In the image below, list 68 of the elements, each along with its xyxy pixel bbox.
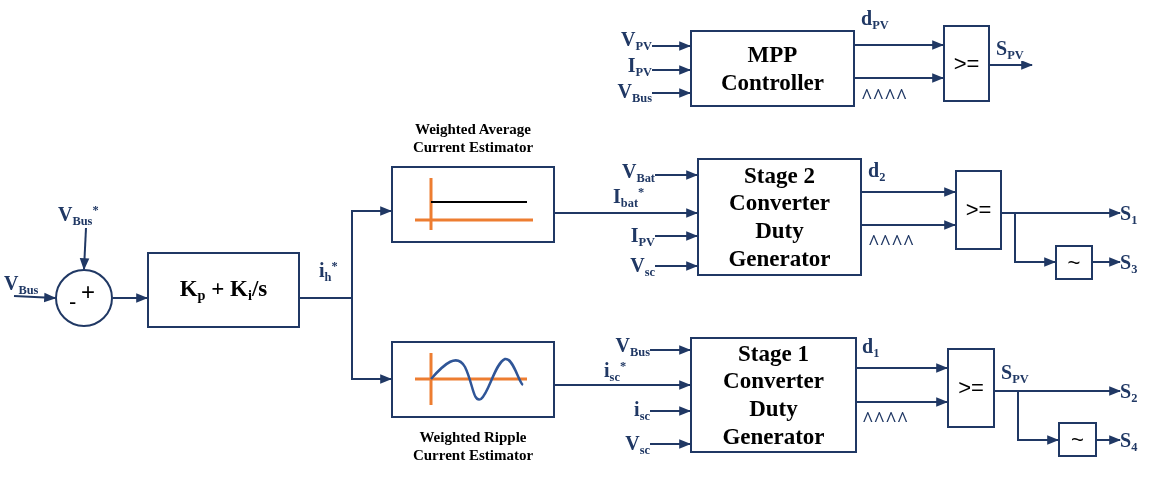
signal-arrow [856, 363, 949, 373]
comparator-block [943, 25, 990, 102]
signal-arrow [861, 187, 957, 197]
signal-arrow [554, 380, 692, 390]
signal-arrow [649, 345, 692, 355]
signal-arrow [651, 41, 692, 51]
block-heading: Weighted Average Current Estimator [411, 120, 535, 156]
block-label: Stage 2 Converter Duty Generator [727, 161, 832, 273]
signal-label: I$_{PV}$ [627, 54, 652, 78]
signal-arrow [79, 227, 90, 271]
operator-symbol: ~ [1067, 249, 1081, 276]
edge-label: S$_{PV}$ [1000, 362, 1030, 386]
signal-label: V$_{PV}$ [621, 28, 652, 52]
signal-arrow [1001, 212, 1057, 267]
edge-label: d$_{2}$ [867, 160, 887, 184]
operator-symbol: ~ [1071, 426, 1084, 453]
block-label: MPP Controller [719, 40, 826, 97]
comparator-block [947, 348, 995, 428]
signal-arrow [856, 397, 949, 407]
signal-arrow [654, 231, 699, 241]
signal-label: S$_{4}$ [1120, 429, 1138, 453]
block-heading: Weighted Ripple Current Estimator [411, 428, 535, 464]
process-block [690, 30, 855, 107]
operator-symbol: >= [953, 50, 980, 77]
signal-arrow [554, 208, 699, 218]
signal-label: i$_{sc}$ [634, 398, 650, 422]
edge-label: d$_{1}$ [861, 336, 881, 360]
signal-label: V$_{sc}$ [625, 432, 650, 456]
signal-arrow [654, 170, 699, 180]
process-block [697, 158, 862, 276]
signal-arrow [112, 293, 149, 303]
signal-label: V$_{sc}$ [630, 254, 655, 278]
process-block [690, 337, 857, 453]
comparator-block [955, 170, 1002, 250]
signal-arrow [654, 261, 699, 271]
inverter-block [1058, 422, 1097, 457]
signal-arrow [1092, 257, 1122, 267]
signal-label: V$_{Bat}$ [621, 160, 655, 184]
signal-arrow [861, 220, 957, 230]
signal-label: V$_{Bus}$ [615, 334, 650, 358]
sign-symbol: - [69, 291, 77, 313]
signal-label: S$_{1}$ [1120, 202, 1138, 226]
signal-arrow [649, 406, 692, 416]
signal-arrow [649, 439, 692, 449]
edge-label: d$_{PV}$ [860, 8, 890, 32]
signal-label: V$_{Bus}$ [617, 80, 652, 104]
signal-arrow [651, 88, 692, 98]
signal-label: I$_{PV}$ [630, 224, 655, 248]
process-block [147, 252, 300, 328]
block-label: K$_{p}$ + K$_{i}$/s [179, 275, 268, 305]
signal-label: S$_{2}$ [1120, 380, 1138, 404]
edge-label: S$_{PV}$ [995, 38, 1025, 62]
signal-arrow [994, 390, 1060, 445]
operator-symbol: >= [958, 375, 984, 401]
summing-junction [55, 269, 113, 327]
signal-arrow [989, 60, 1034, 70]
inverter-block [1055, 245, 1093, 280]
signal-label: V$_{Bus}$ [4, 272, 39, 296]
signal-arrow [13, 292, 57, 303]
signal-arrow [854, 40, 945, 50]
signal-label: S$_{3}$ [1120, 251, 1138, 275]
signal-arrow [854, 73, 945, 83]
block-label: Stage 1 Converter Duty Generator [721, 339, 826, 451]
signal-arrow [299, 297, 393, 384]
sign-symbol: + [81, 280, 95, 304]
signal-arrow [1096, 435, 1122, 445]
signal-arrow [651, 65, 692, 75]
operator-symbol: >= [965, 197, 992, 223]
